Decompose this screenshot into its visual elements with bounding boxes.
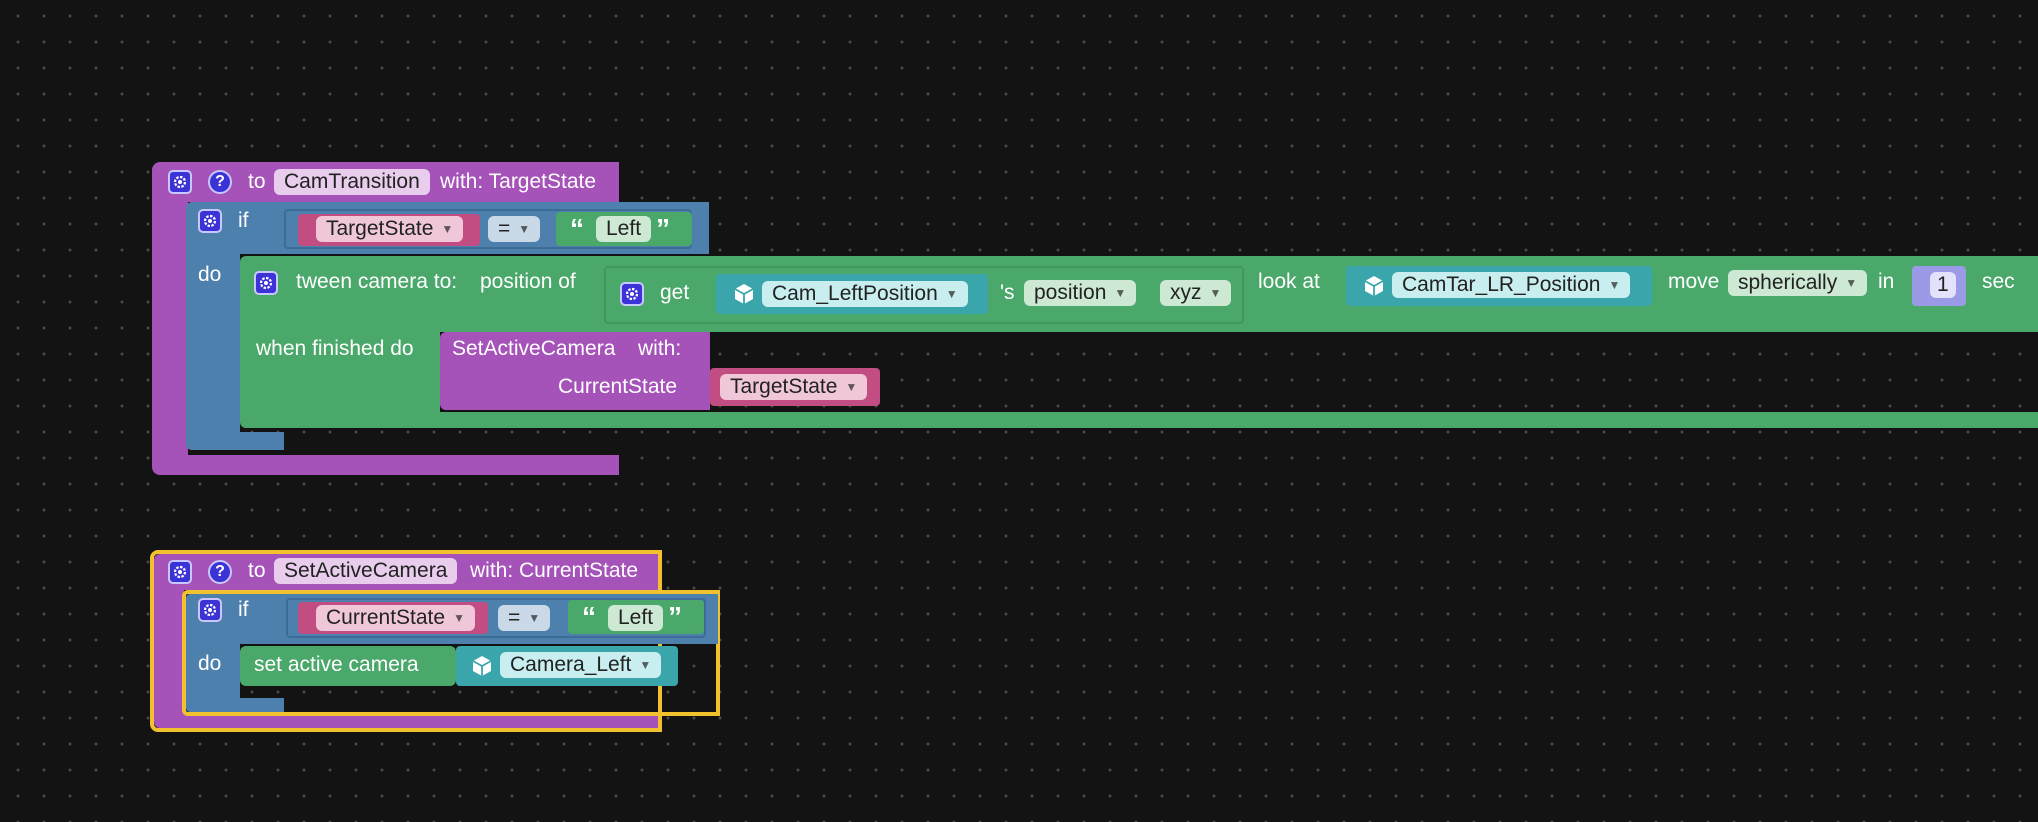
do-label: do	[198, 652, 222, 675]
property-dropdown[interactable]: position ▼	[1024, 280, 1137, 306]
sec-label: sec	[1982, 270, 2015, 293]
if-block-footer	[186, 432, 284, 450]
help-icon[interactable]: ?	[208, 560, 232, 584]
procedure-spine	[152, 200, 188, 458]
close-quote-icon: ”	[668, 601, 682, 632]
procedure-to-label: to	[248, 559, 266, 582]
call-name-label: SetActiveCamera	[452, 337, 616, 360]
look-target-name: CamTar_LR_Position	[1402, 273, 1601, 296]
gear-icon[interactable]	[254, 271, 278, 295]
if-block-spine	[186, 250, 240, 436]
axes-dropdown[interactable]: xyz ▼	[1160, 280, 1232, 306]
close-quote-icon: ”	[656, 213, 670, 244]
gear-icon[interactable]	[198, 598, 222, 622]
gear-icon[interactable]	[620, 282, 644, 306]
duration-field[interactable]: 1	[1930, 272, 1956, 298]
chevron-down-icon: ▼	[845, 380, 858, 394]
do-label: do	[198, 263, 222, 286]
set-active-camera-block[interactable]	[240, 646, 456, 686]
variable-dropdown[interactable]: TargetState ▼	[316, 216, 464, 242]
position-of-label: position of	[480, 270, 576, 293]
gear-icon[interactable]	[198, 209, 222, 233]
cube-icon	[1364, 276, 1384, 296]
chevron-down-icon: ▼	[453, 611, 465, 625]
chevron-down-icon: ▼	[1845, 276, 1858, 290]
procedure-params-label: with: CurrentState	[470, 559, 639, 582]
camera-name: Camera_Left	[510, 653, 632, 676]
tween-block-footer	[240, 412, 2038, 428]
help-icon[interactable]: ?	[208, 170, 232, 194]
variable-name: TargetState	[730, 375, 838, 398]
if-block-outline	[182, 590, 720, 716]
operator-label: =	[508, 606, 521, 629]
variable-dropdown[interactable]: CurrentState ▼	[316, 605, 475, 631]
look-at-label: look at	[1258, 270, 1320, 293]
open-quote-icon: “	[582, 601, 596, 632]
chevron-down-icon: ▼	[518, 222, 531, 236]
cube-icon	[734, 284, 754, 304]
set-active-camera-label: set active camera	[254, 653, 419, 676]
call-block[interactable]	[440, 332, 710, 410]
gear-icon[interactable]	[168, 560, 192, 584]
if-label: if	[238, 209, 249, 232]
when-finished-label: when finished do	[256, 337, 414, 360]
axes-value: xyz	[1170, 281, 1202, 304]
if-block-footer	[186, 698, 284, 712]
cube-icon	[472, 656, 492, 676]
if-block-spine	[186, 640, 240, 704]
text-value-field[interactable]: Left	[608, 605, 664, 631]
variable-name: TargetState	[326, 217, 434, 240]
procedure-footer	[154, 712, 658, 728]
get-label: get	[660, 281, 690, 304]
chevron-down-icon: ▼	[639, 658, 652, 672]
look-target-dropdown[interactable]: CamTar_LR_Position ▼	[1392, 272, 1631, 298]
procedure-spine	[154, 588, 184, 718]
procedure-footer	[152, 455, 619, 475]
operator-dropdown[interactable]: =▼	[488, 216, 541, 242]
operator-label: =	[498, 217, 511, 240]
operator-dropdown[interactable]: =▼	[498, 605, 551, 631]
chevron-down-icon: ▼	[528, 611, 541, 625]
call-with-label: with:	[638, 337, 682, 360]
chevron-down-icon: ▼	[1209, 286, 1222, 300]
chevron-down-icon: ▼	[945, 287, 958, 301]
variable-name: CurrentState	[326, 606, 446, 629]
gear-icon[interactable]	[168, 170, 192, 194]
object-name: Cam_LeftPosition	[772, 282, 938, 305]
call-param-label: CurrentState	[558, 375, 678, 398]
possessive-label: 's	[1000, 281, 1015, 304]
procedure-name-field[interactable]: CamTransition	[274, 169, 430, 195]
chevron-down-icon: ▼	[1608, 278, 1621, 292]
move-label: move	[1668, 270, 1720, 293]
move-mode-value: spherically	[1738, 271, 1838, 294]
camera-dropdown[interactable]: Camera_Left ▼	[500, 652, 662, 678]
in-label: in	[1878, 270, 1895, 293]
object-dropdown[interactable]: Cam_LeftPosition ▼	[762, 281, 968, 307]
tween-label: tween camera to:	[296, 270, 458, 293]
procedure-params-label: with: TargetState	[440, 170, 597, 193]
variable-dropdown[interactable]: TargetState ▼	[720, 374, 868, 400]
move-mode-dropdown[interactable]: spherically ▼	[1728, 270, 1868, 296]
procedure-to-label: to	[248, 170, 266, 193]
procedure-name-field[interactable]: SetActiveCamera	[274, 558, 458, 584]
tween-block-spine	[240, 330, 440, 416]
chevron-down-icon: ▼	[1114, 286, 1127, 300]
text-value-field[interactable]: Left	[596, 216, 652, 242]
if-label: if	[238, 598, 249, 621]
property-name: position	[1034, 281, 1107, 304]
chevron-down-icon: ▼	[441, 222, 454, 236]
open-quote-icon: “	[570, 213, 584, 244]
